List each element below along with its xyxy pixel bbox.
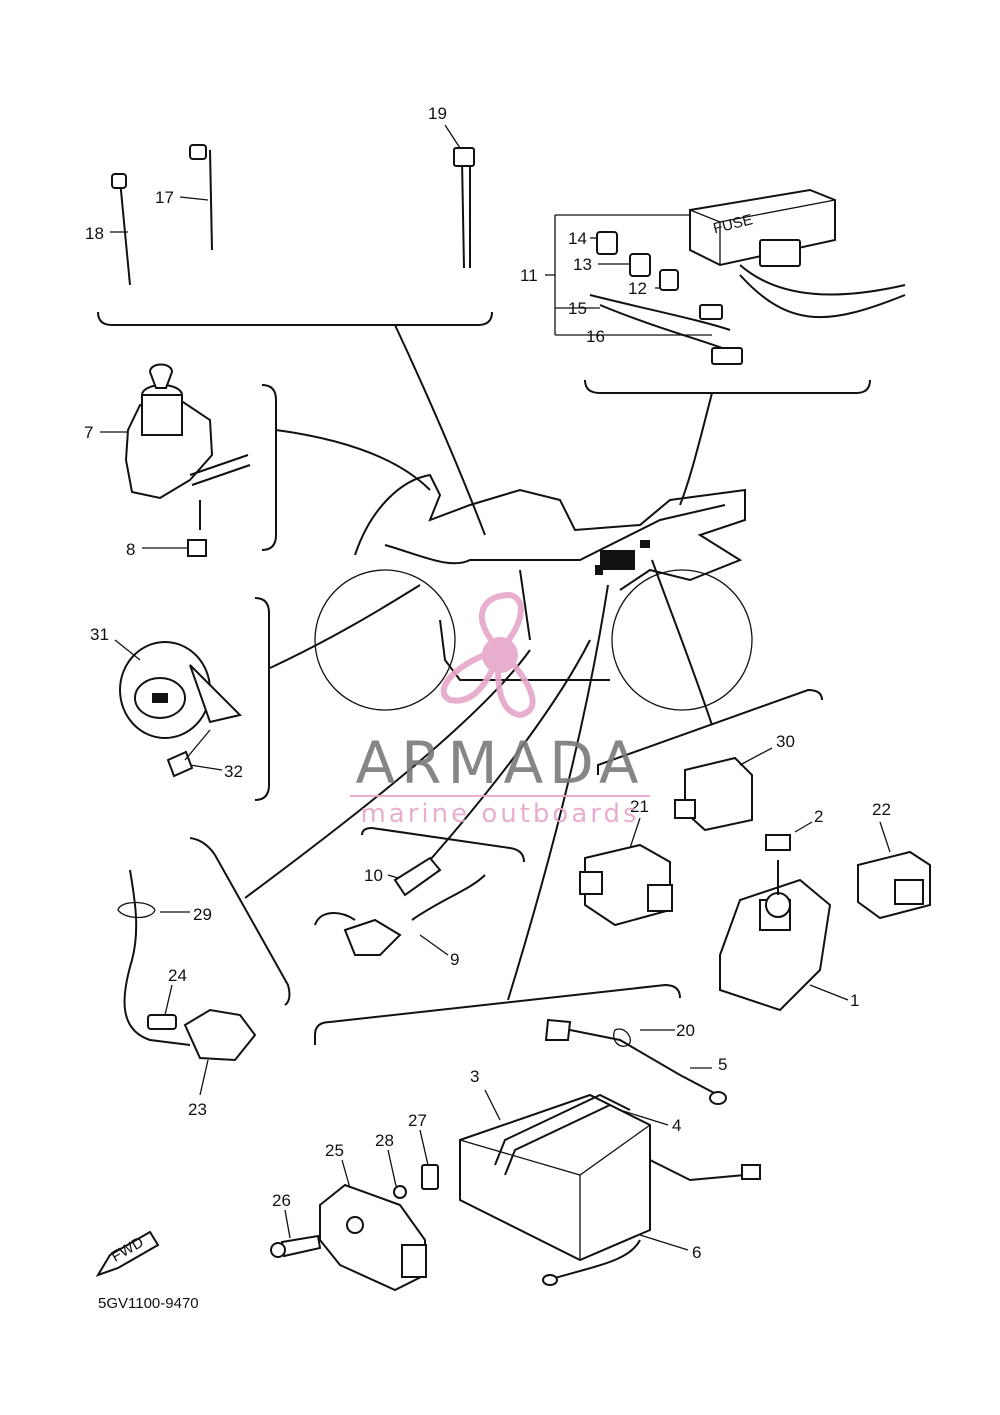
callout-10: 10 — [364, 866, 383, 885]
watermark-brand: ARMADA — [355, 729, 644, 797]
callout-26: 26 — [272, 1191, 291, 1210]
fuse-box-group: FUSE — [545, 188, 906, 394]
callout-30: 30 — [776, 732, 795, 751]
propeller-logo-icon — [440, 591, 536, 719]
callout-19: 19 — [428, 104, 447, 123]
callout-6: 6 — [692, 1243, 701, 1262]
sidestand-switch-group — [117, 837, 291, 1096]
callout-14: 14 — [568, 229, 587, 248]
callout-27: 27 — [408, 1111, 427, 1130]
callout-32: 32 — [224, 762, 243, 781]
cable-tie-group — [97, 124, 493, 326]
motorcycle-outline — [314, 473, 753, 711]
callout-3: 3 — [470, 1067, 479, 1086]
callout-11: 11 — [520, 266, 538, 285]
callout-15: 15 — [568, 299, 587, 318]
watermark-tagline: marine outboards — [360, 799, 639, 829]
callout-29: 29 — [193, 905, 212, 924]
callout-31: 31 — [90, 625, 109, 644]
callout-16: 16 — [586, 327, 605, 346]
callout-12: 12 — [628, 279, 647, 298]
callout-8: 8 — [126, 540, 135, 559]
callout-21: 21 — [630, 797, 649, 816]
callout-20: 20 — [676, 1021, 695, 1040]
armada-watermark: ARMADA marine outboards — [350, 591, 650, 829]
callout-7: 7 — [84, 423, 93, 442]
callout-1: 1 — [850, 991, 859, 1010]
horn-group — [114, 597, 270, 801]
callout-28: 28 — [375, 1131, 394, 1150]
fwd-arrow-icon: FWD — [95, 1230, 160, 1277]
leader-lines — [244, 324, 713, 1001]
callout-23: 23 — [188, 1100, 207, 1119]
neutral-switch-group — [314, 826, 525, 956]
callout-17: 17 — [155, 188, 174, 207]
callout-18: 18 — [85, 224, 104, 243]
callout-5: 5 — [718, 1055, 727, 1074]
callout-2: 2 — [814, 807, 823, 826]
callout-24: 24 — [168, 966, 187, 985]
callout-labels: 1 2 3 4 5 6 7 8 9 10 11 12 13 14 15 16 1… — [84, 104, 891, 1262]
callout-22: 22 — [872, 800, 891, 819]
callout-25: 25 — [325, 1141, 344, 1160]
main-switch-group — [100, 363, 277, 557]
battery-group — [314, 983, 761, 1286]
rectifier-group — [270, 1129, 439, 1292]
diagram-code: 5GV1100-9470 — [98, 1295, 199, 1312]
callout-4: 4 — [672, 1116, 681, 1135]
relay-group — [579, 688, 931, 1012]
callout-9: 9 — [450, 950, 459, 969]
callout-13: 13 — [573, 255, 592, 274]
